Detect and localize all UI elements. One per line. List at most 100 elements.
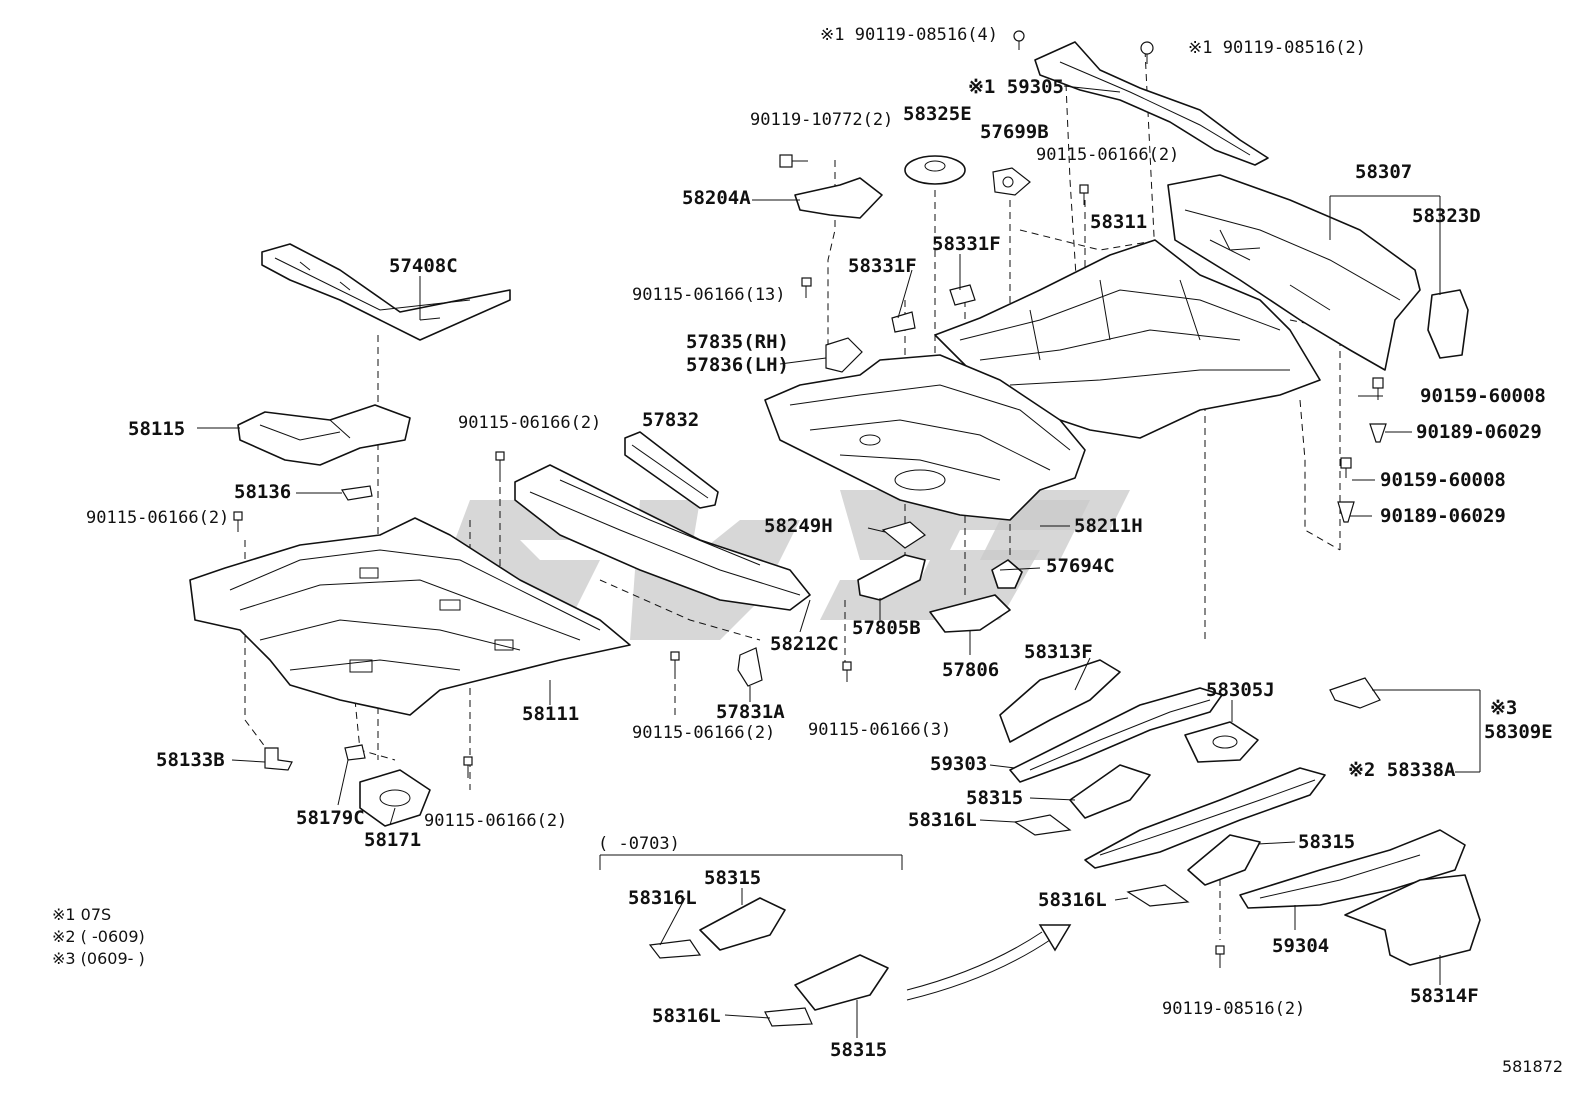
part-58338A — [1329, 677, 1381, 709]
clip-icon — [1337, 501, 1355, 523]
part-58305J — [1184, 721, 1259, 763]
clip-icon — [1340, 457, 1352, 478]
part-58211H — [764, 354, 1086, 521]
label-90115-3: 90115-06166(3) — [808, 720, 951, 740]
label-57831A: 57831A — [716, 701, 785, 723]
label-90115-2b: 90115-06166(2) — [458, 413, 601, 433]
label-58316L-b: 58316L — [628, 887, 697, 909]
bolt-icon — [1215, 945, 1225, 968]
part-58133B — [264, 747, 293, 771]
label-59303: 59303 — [930, 753, 987, 775]
part-58313F — [999, 659, 1121, 743]
diagram-number: 581872 — [1502, 1057, 1563, 1076]
label-58171: 58171 — [364, 829, 421, 851]
label-57408C: 57408C — [389, 255, 458, 277]
label-58211H: 58211H — [1074, 515, 1143, 537]
bolt-icon — [779, 154, 808, 168]
label-90115-2c: 90115-06166(2) — [86, 508, 229, 528]
label-90119-08516-2: 90119-08516(2) — [1162, 999, 1305, 1019]
arrow — [906, 924, 1072, 1001]
label-90115-2d: 90115-06166(2) — [632, 723, 775, 743]
label-58115: 58115 — [128, 418, 185, 440]
bolt-icon — [495, 451, 505, 475]
clip-icon — [1369, 423, 1387, 443]
part-58309E — [1084, 767, 1326, 869]
part-58315-b — [1187, 834, 1261, 886]
label-59304: 59304 — [1272, 935, 1329, 957]
label-58316L-d: 58316L — [1038, 889, 1107, 911]
label-58314F: 58314F — [1410, 985, 1479, 1007]
part-57806 — [929, 594, 1011, 633]
callout-labels: ※1 90119-08516(4) ※1 90119-08516(2) ※1 5… — [86, 25, 1563, 1076]
label-90159-b: 90159-60008 — [1380, 469, 1506, 491]
part-59303 — [1009, 687, 1223, 783]
part-59304 — [1239, 829, 1466, 909]
part-59305 — [1034, 41, 1269, 166]
label-90189-a: 90189-06029 — [1416, 421, 1542, 443]
part-58323D — [1427, 289, 1469, 359]
bolt-icon — [842, 661, 852, 682]
label-58133B: 58133B — [156, 749, 225, 771]
label-s3: ※3 — [1490, 697, 1517, 719]
label-58249H: 58249H — [764, 515, 833, 537]
label-58316L-a: 58316L — [908, 809, 977, 831]
part-57831A — [737, 647, 763, 687]
label-range-0703: ( -0703) — [598, 834, 680, 854]
label-58325E: 58325E — [903, 103, 972, 125]
part-58307 — [1167, 174, 1421, 371]
label-90189-b: 90189-06029 — [1380, 505, 1506, 527]
label-57832: 57832 — [642, 409, 699, 431]
part-58111 — [189, 517, 631, 716]
bolt-icon — [233, 511, 243, 532]
fasteners — [233, 30, 1387, 968]
label-58315-c: 58315 — [704, 867, 761, 889]
bolt-icon — [1079, 184, 1089, 205]
label-58111: 58111 — [522, 703, 579, 725]
part-58249H — [881, 521, 926, 549]
legend-notes: ※1 07S ※2 ( -0609) ※3 (0609- ) — [52, 905, 145, 968]
label-58315-a: 58315 — [966, 787, 1023, 809]
part-57835 — [825, 337, 863, 373]
label-90115-2e: 90115-06166(2) — [424, 811, 567, 831]
part-58136 — [341, 485, 373, 501]
label-58323D: 58323D — [1412, 205, 1481, 227]
label-58179C: 58179C — [296, 807, 365, 829]
part-58315-d — [794, 954, 889, 1011]
label-90159-a: 90159-60008 — [1420, 385, 1546, 407]
part-57805B — [857, 554, 926, 601]
label-58331F-b: 58331F — [848, 255, 917, 277]
part-58316L-c — [764, 1007, 813, 1027]
part-58325E — [904, 155, 966, 185]
part-58171 — [359, 769, 431, 827]
part-58316L-a — [1013, 814, 1072, 836]
label-58316L-c: 58316L — [652, 1005, 721, 1027]
label-58315-b: 58315 — [1298, 831, 1355, 853]
label-58309E: 58309E — [1484, 721, 1553, 743]
label-bolt-top-a: ※1 90119-08516(4) — [820, 25, 998, 45]
label-58136: 58136 — [234, 481, 291, 503]
bolt-icon — [463, 756, 473, 778]
label-90115-13: 90115-06166(13) — [632, 285, 786, 305]
part-58212C — [514, 464, 811, 611]
label-90119-10772: 90119-10772(2) — [750, 110, 893, 130]
note-1: ※1 07S — [52, 905, 111, 924]
part-57694C — [991, 559, 1023, 589]
label-57805B: 57805B — [852, 617, 921, 639]
label-90115-2a: 90115-06166(2) — [1036, 145, 1179, 165]
part-58204A — [794, 177, 883, 219]
label-59305: ※1 59305 — [968, 76, 1064, 98]
part-58115 — [237, 404, 411, 466]
label-58204A: 58204A — [682, 187, 751, 209]
part-57832 — [624, 431, 719, 509]
label-58313F: 58313F — [1024, 641, 1093, 663]
leader-lines — [197, 85, 1481, 1038]
label-57699B: 57699B — [980, 121, 1049, 143]
label-58331F-a: 58331F — [932, 233, 1001, 255]
label-58212C: 58212C — [770, 633, 839, 655]
part-58179C — [344, 744, 366, 761]
bolt-icon — [670, 651, 680, 672]
part-57408C — [261, 243, 511, 341]
part-58316L-b — [648, 939, 702, 959]
label-57806: 57806 — [942, 659, 999, 681]
